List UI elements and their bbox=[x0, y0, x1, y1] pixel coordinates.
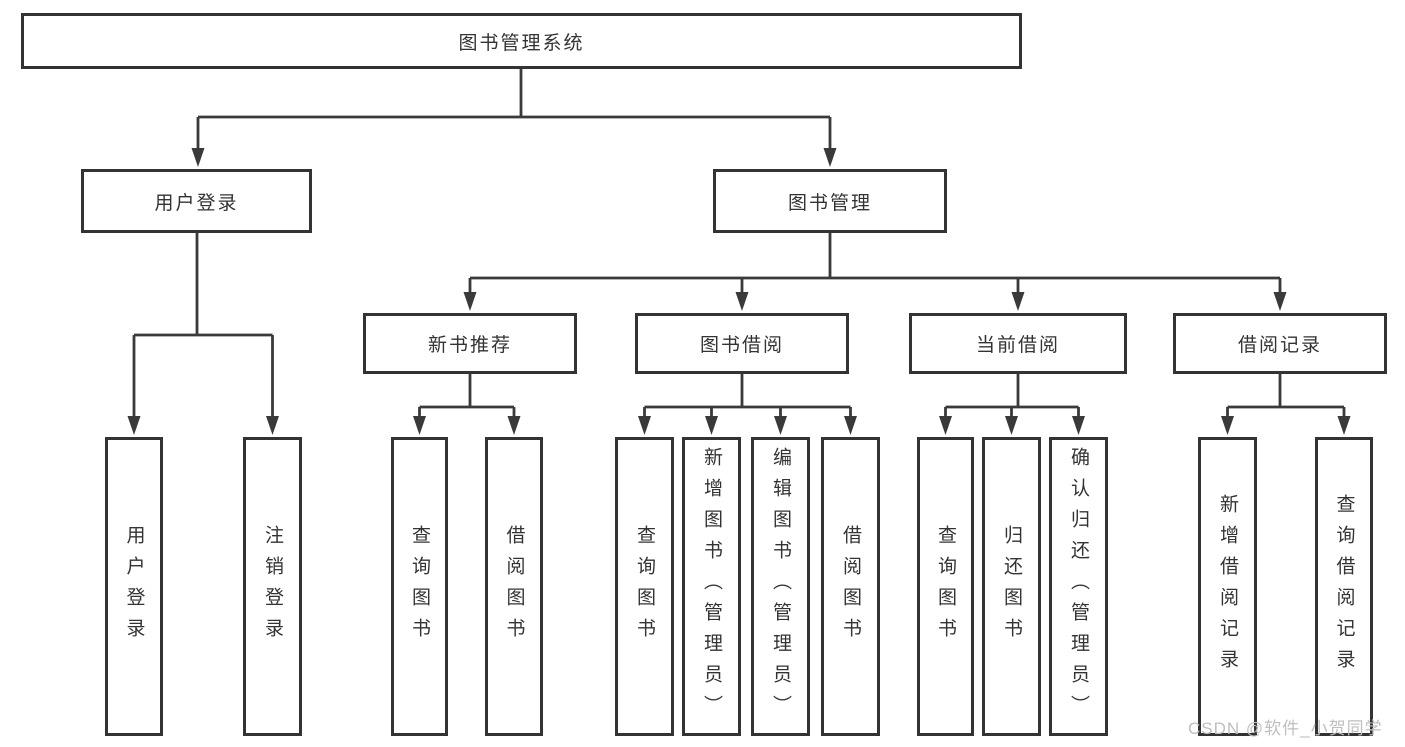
leaf-query-books-1: 查询图书 bbox=[391, 437, 448, 736]
node-user-login-label: 用户登录 bbox=[154, 192, 239, 214]
node-current-borrow-label: 当前借阅 bbox=[975, 335, 1060, 356]
node-root-label: 图书管理系统 bbox=[458, 32, 585, 54]
node-book-borrow-label: 图书借阅 bbox=[699, 335, 784, 356]
leaf-borrow-books-1-label: 借阅图书 bbox=[503, 524, 525, 649]
connector-arrowhead-group bbox=[127, 148, 1351, 435]
leaf-borrow-books-1: 借阅图书 bbox=[485, 437, 543, 736]
watermark: CSDN @软件_小贺同学 bbox=[1188, 719, 1383, 738]
leaf-return-books-label: 归还图书 bbox=[1001, 524, 1022, 649]
leaf-add-books-admin: 新增图书（管理员） bbox=[682, 437, 741, 736]
leaf-add-borrow-record: 新增借阅记录 bbox=[1198, 437, 1257, 736]
leaf-query-books-1-label: 查询图书 bbox=[409, 524, 430, 649]
node-new-book-recommend-label: 新书推荐 bbox=[427, 335, 512, 356]
leaf-add-borrow-record-label: 新增借阅记录 bbox=[1217, 493, 1238, 680]
leaf-edit-books-admin-label: 编辑图书（管理员） bbox=[770, 447, 791, 726]
leaf-borrow-books-2-label: 借阅图书 bbox=[840, 524, 861, 649]
node-book-management: 图书管理 bbox=[713, 169, 947, 233]
leaf-query-borrow-record-label: 查询借阅记录 bbox=[1333, 493, 1355, 680]
leaf-return-books: 归还图书 bbox=[982, 437, 1041, 736]
leaf-query-books-3-label: 查询图书 bbox=[935, 524, 956, 649]
node-current-borrow: 当前借阅 bbox=[909, 313, 1127, 374]
leaf-user-login-label: 用户登录 bbox=[123, 524, 145, 649]
leaf-user-login: 用户登录 bbox=[105, 437, 163, 736]
leaf-confirm-return-admin: 确认归还（管理员） bbox=[1049, 437, 1108, 736]
leaf-borrow-books-2: 借阅图书 bbox=[821, 437, 880, 736]
leaf-query-books-2-label: 查询图书 bbox=[634, 524, 655, 649]
leaf-query-books-2: 查询图书 bbox=[615, 437, 674, 736]
leaf-edit-books-admin: 编辑图书（管理员） bbox=[751, 437, 810, 736]
node-book-borrow: 图书借阅 bbox=[635, 313, 849, 374]
node-borrow-record: 借阅记录 bbox=[1173, 313, 1387, 374]
node-book-management-label: 图书管理 bbox=[787, 192, 872, 214]
leaf-logout: 注销登录 bbox=[243, 437, 302, 736]
leaf-add-books-admin-label: 新增图书（管理员） bbox=[701, 447, 722, 726]
leaf-logout-label: 注销登录 bbox=[262, 524, 283, 649]
leaf-confirm-return-admin-label: 确认归还（管理员） bbox=[1068, 447, 1089, 726]
node-borrow-record-label: 借阅记录 bbox=[1237, 335, 1322, 356]
node-new-book-recommend: 新书推荐 bbox=[363, 313, 577, 374]
connector-line-group bbox=[132, 69, 1346, 421]
leaf-query-books-3: 查询图书 bbox=[917, 437, 974, 736]
leaf-query-borrow-record: 查询借阅记录 bbox=[1315, 437, 1373, 736]
node-user-login: 用户登录 bbox=[81, 169, 312, 233]
node-root-system: 图书管理系统 bbox=[21, 13, 1022, 69]
